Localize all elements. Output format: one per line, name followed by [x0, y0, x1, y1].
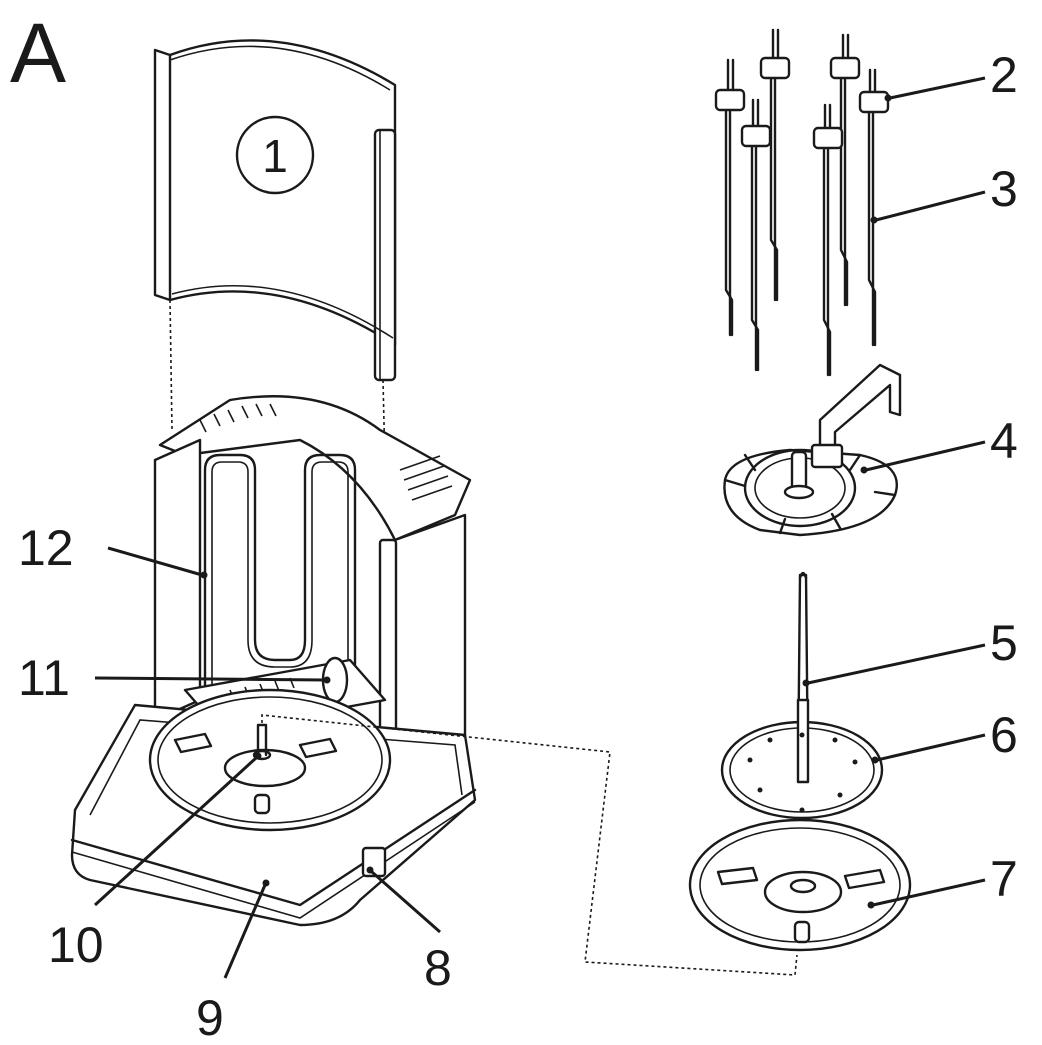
spit-disc [720, 698, 884, 820]
turntable-guide [261, 714, 798, 976]
callout-9: 9 [196, 990, 224, 1045]
drip-tray [688, 818, 912, 952]
callout-7: 7 [990, 851, 1018, 907]
cover-guide-left [169, 299, 173, 431]
circled-part-marker [235, 115, 315, 195]
callout-5: 5 [990, 615, 1018, 671]
callout-11: 11 [18, 650, 70, 706]
panel-letter: A [10, 6, 66, 100]
skewers [714, 28, 890, 377]
callout-6: 6 [990, 707, 1018, 763]
callout-3: 3 [990, 161, 1018, 217]
callout-2: 2 [990, 47, 1018, 103]
appliance-housing [70, 395, 477, 927]
skewer-gear-rack [723, 363, 902, 537]
glass-cover [153, 39, 397, 382]
circled-part-number: 1 [262, 130, 288, 182]
leader-lines [93, 76, 986, 979]
callout-4: 4 [990, 413, 1018, 469]
callout-8: 8 [424, 940, 452, 996]
callout-10: 10 [48, 917, 104, 973]
callout-12: 12 [18, 520, 74, 576]
